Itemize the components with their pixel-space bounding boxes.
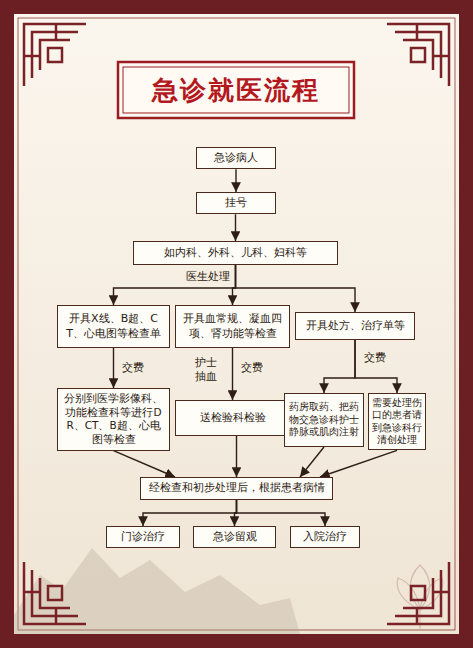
box-text: 急诊留观	[213, 530, 257, 544]
process-box: 分别到医学影像科、功能检查科等进行DR、CT、B超、心电图等检查	[57, 388, 170, 451]
box-text: 急诊病人	[214, 151, 258, 165]
connector	[300, 447, 324, 477]
process-box: 门诊治疗	[106, 526, 180, 548]
box-text: 如内科、外科、儿科、妇科等	[164, 246, 307, 260]
connector	[324, 340, 355, 393]
corner-ornament	[24, 24, 86, 86]
box-text: 开具X线、B超、CT、心电图等检查单	[61, 312, 166, 341]
ground	[14, 14, 459, 634]
box-text: 入院治疗	[303, 530, 347, 544]
edge-label: 交费	[120, 361, 146, 375]
connector	[355, 340, 397, 393]
ink-mountains	[14, 548, 300, 634]
title: 急诊就医流程	[118, 62, 354, 118]
connector	[236, 436, 237, 477]
connector	[235, 169, 236, 192]
process-box: 药房取药、把药物交急诊科护士静脉或肌肉注射	[284, 393, 364, 447]
corner-ornament	[387, 24, 449, 86]
box-text: 门诊治疗	[121, 530, 165, 544]
edge-label: 交费	[362, 351, 388, 365]
title-frame	[118, 62, 354, 118]
connector	[113, 348, 114, 388]
process-box: 急诊病人	[196, 147, 276, 169]
process-box: 开具处方、治疗单等	[295, 312, 415, 340]
connector	[114, 265, 236, 305]
process-box: 经检查和初步处理后，根据患者病情	[140, 477, 333, 500]
box-text: 开具血常规、凝血四项、肾功能等检查	[179, 312, 286, 341]
process-box: 入院治疗	[290, 526, 360, 548]
connector	[320, 450, 397, 477]
note-label: 护士抽血	[192, 356, 220, 385]
connector	[143, 500, 237, 526]
box-text: 药房取药、把药物交急诊科护士静脉或肌肉注射	[288, 401, 360, 438]
connector	[114, 451, 176, 477]
box-text: 挂号	[225, 196, 247, 210]
box-text: 经检查和初步处理后，根据患者病情	[149, 481, 325, 495]
inner-line	[18, 18, 455, 630]
process-box: 开具X线、B超、CT、心电图等检查单	[57, 305, 170, 348]
lotus	[397, 565, 443, 630]
process-box: 开具血常规、凝血四项、肾功能等检查	[175, 305, 290, 348]
process-box: 送检验科检验	[175, 400, 290, 436]
connector	[237, 500, 326, 526]
process-box: 如内科、外科、儿科、妇科等	[133, 241, 338, 265]
edge-label: 医生处理	[184, 270, 232, 284]
corner-ornament	[24, 562, 86, 624]
edge-label: 交费	[239, 361, 265, 375]
box-text: 开具处方、治疗单等	[306, 319, 405, 333]
process-box: 挂号	[196, 192, 276, 214]
corner-ornament	[387, 562, 449, 624]
process-box: 急诊留观	[193, 526, 276, 548]
process-box: 需要处理伤口的患者请到急诊科行清创处理	[368, 393, 426, 450]
box-text: 送检验科检验	[200, 411, 266, 425]
box-text: 需要处理伤口的患者请到急诊科行清创处理	[372, 397, 422, 446]
connector	[232, 348, 233, 400]
connector	[235, 214, 236, 241]
box-text: 分别到医学影像科、功能检查科等进行DR、CT、B超、心电图等检查	[61, 392, 166, 447]
